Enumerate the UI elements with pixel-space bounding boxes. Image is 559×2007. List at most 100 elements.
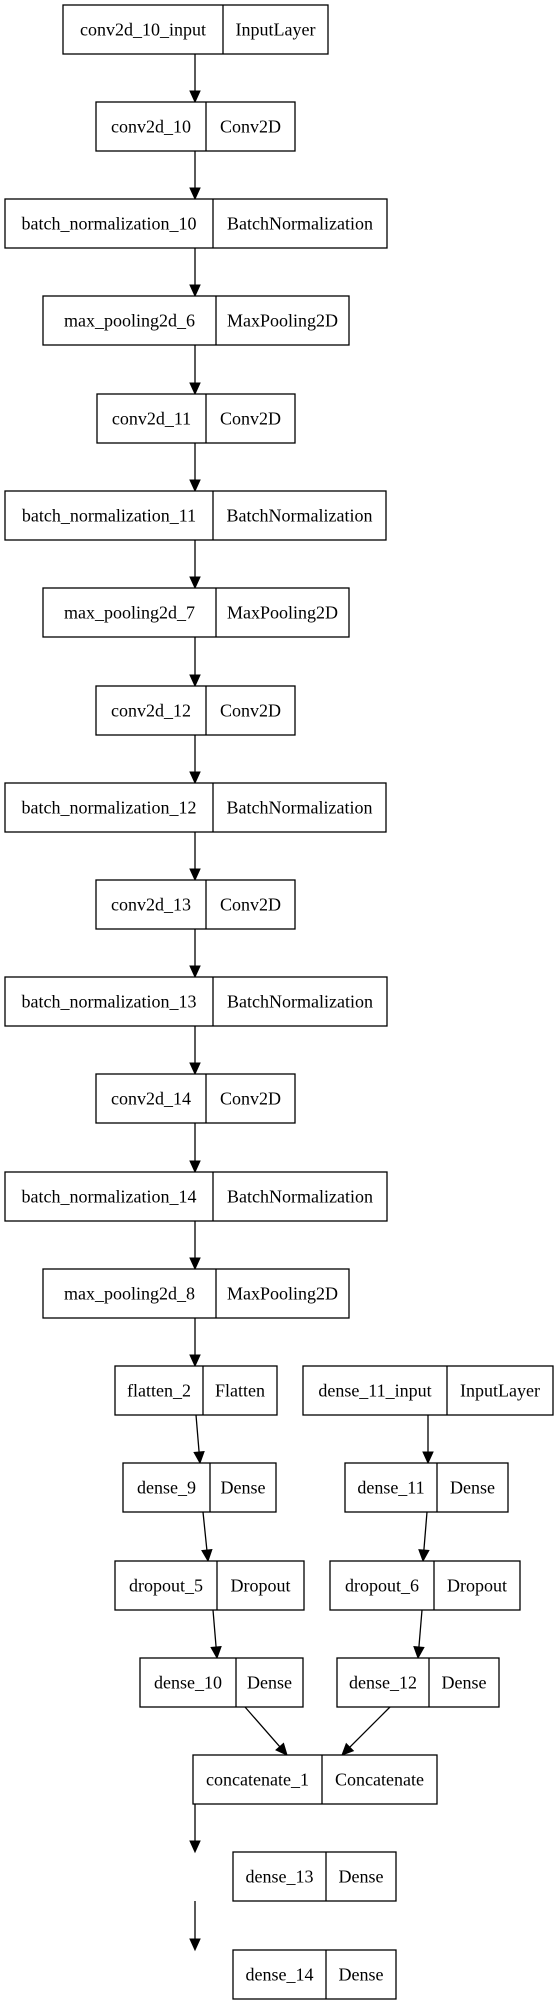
edge-line — [195, 1414, 200, 1453]
layer-node-max-pooling2d-7: max_pooling2d_7 MaxPooling2D — [42, 587, 350, 638]
layer-name-label: dense_11 — [357, 1478, 424, 1498]
layer-type-label: Dense — [221, 1478, 266, 1498]
layer-type-label: BatchNormalization — [227, 214, 373, 234]
layer-name-label: dense_14 — [246, 1965, 314, 1985]
edge-dropout-5-to-dense-10 — [210, 1609, 222, 1660]
layer-type-label: Dense — [442, 1673, 487, 1693]
layer-name-label: dense_13 — [246, 1867, 314, 1887]
arrowhead-icon — [275, 1742, 288, 1756]
layer-type-label: Conv2D — [220, 701, 281, 721]
arrowhead-icon — [189, 965, 201, 979]
edge-line — [349, 1706, 391, 1748]
edge-line — [244, 1706, 281, 1748]
layer-type-label: Conv2D — [220, 409, 281, 429]
layer-box — [95, 879, 296, 930]
edge-flatten-2-to-dense-9 — [193, 1414, 205, 1465]
layer-type-label: InputLayer — [460, 1381, 540, 1401]
layer-node-concatenate-1: concatenate_1 Concatenate — [192, 1754, 438, 1805]
layer-box — [95, 1073, 296, 1124]
layer-box — [96, 393, 296, 444]
edge-conv2d-13-to-batch-normalization-13 — [189, 929, 201, 979]
layer-name-label: conv2d_13 — [111, 895, 191, 915]
layer-box — [232, 1949, 397, 2000]
layer-type-label: Dropout — [447, 1576, 507, 1596]
layer-node-batch-normalization-11: batch_normalization_11 BatchNormalization — [4, 490, 387, 541]
layer-type-label: MaxPooling2D — [227, 603, 338, 623]
arrowhead-icon — [189, 479, 201, 493]
layer-name-label: batch_normalization_13 — [22, 992, 197, 1012]
edge-conv2d-14-to-batch-normalization-14 — [189, 1123, 201, 1174]
arrowhead-icon — [189, 1354, 201, 1368]
arrowhead-icon — [201, 1548, 213, 1563]
layer-name-label: dense_12 — [349, 1673, 417, 1693]
arrowhead-icon — [189, 1062, 201, 1076]
layer-name-label: flatten_2 — [127, 1381, 191, 1401]
layer-type-label: BatchNormalization — [227, 506, 373, 526]
layer-type-label: Conv2D — [220, 895, 281, 915]
edge-dropout-6-to-dense-12 — [413, 1609, 425, 1660]
layer-box — [62, 4, 329, 55]
arrowhead-icon — [193, 1451, 205, 1465]
layer-name-label: batch_normalization_14 — [22, 1187, 197, 1207]
edge-max-pooling2d-7-to-conv2d-12 — [189, 637, 201, 688]
layer-name-label: conv2d_10 — [111, 117, 191, 137]
layer-box — [344, 1462, 509, 1513]
arrowhead-icon — [189, 771, 201, 785]
layer-type-label: Concatenate — [335, 1770, 424, 1790]
arrowhead-icon — [189, 1257, 201, 1271]
layer-type-label: Dense — [247, 1673, 292, 1693]
layer-name-label: batch_normalization_11 — [22, 506, 196, 526]
edge-max-pooling2d-6-to-conv2d-11 — [189, 345, 201, 396]
layer-box — [4, 490, 387, 541]
layer-node-conv2d-13: conv2d_13 Conv2D — [95, 879, 296, 930]
layer-box — [139, 1657, 304, 1708]
arrowhead-icon — [189, 1938, 201, 1952]
layer-name-label: concatenate_1 — [206, 1770, 309, 1790]
edge-dense-11-to-dropout-6 — [418, 1511, 430, 1563]
arrowhead-icon — [189, 1840, 201, 1854]
arrowhead-icon — [422, 1451, 434, 1465]
arrowhead-icon — [189, 90, 201, 104]
arrowhead-icon — [210, 1646, 222, 1660]
edge-batch-normalization-12-to-conv2d-13 — [189, 832, 201, 882]
layer-box — [95, 101, 296, 152]
layer-name-label: batch_normalization_12 — [22, 798, 197, 818]
layer-name-label: max_pooling2d_6 — [64, 311, 195, 331]
edge-conv2d-10-input-to-conv2d-10 — [189, 54, 201, 104]
layer-type-label: MaxPooling2D — [227, 311, 338, 331]
layer-box — [4, 976, 388, 1027]
layer-box — [42, 295, 350, 346]
arrowhead-icon — [189, 674, 201, 688]
layer-box — [4, 1171, 388, 1222]
layer-type-label: Conv2D — [220, 117, 281, 137]
layer-name-label: conv2d_10_input — [80, 20, 206, 40]
edge-conv2d-12-to-batch-normalization-12 — [189, 735, 201, 785]
layer-name-label: dense_10 — [154, 1673, 222, 1693]
layer-node-max-pooling2d-6: max_pooling2d_6 MaxPooling2D — [42, 295, 350, 346]
edge-dense-13-to-dense-14 — [189, 1901, 201, 1952]
edge-max-pooling2d-8-to-flatten-2 — [189, 1318, 201, 1368]
edge-conv2d-11-to-batch-normalization-11 — [189, 443, 201, 493]
edge-dense-12-to-concatenate-1 — [341, 1706, 391, 1756]
layer-node-conv2d-10: conv2d_10 Conv2D — [95, 101, 296, 152]
edge-batch-normalization-10-to-max-pooling2d-6 — [189, 248, 201, 298]
layer-box — [42, 587, 350, 638]
edge-line — [212, 1609, 217, 1648]
layer-box — [4, 782, 387, 833]
layer-name-label: conv2d_14 — [111, 1089, 191, 1109]
arrowhead-icon — [189, 187, 201, 201]
layer-name-label: max_pooling2d_7 — [64, 603, 195, 623]
layer-type-label: MaxPooling2D — [227, 1284, 338, 1304]
